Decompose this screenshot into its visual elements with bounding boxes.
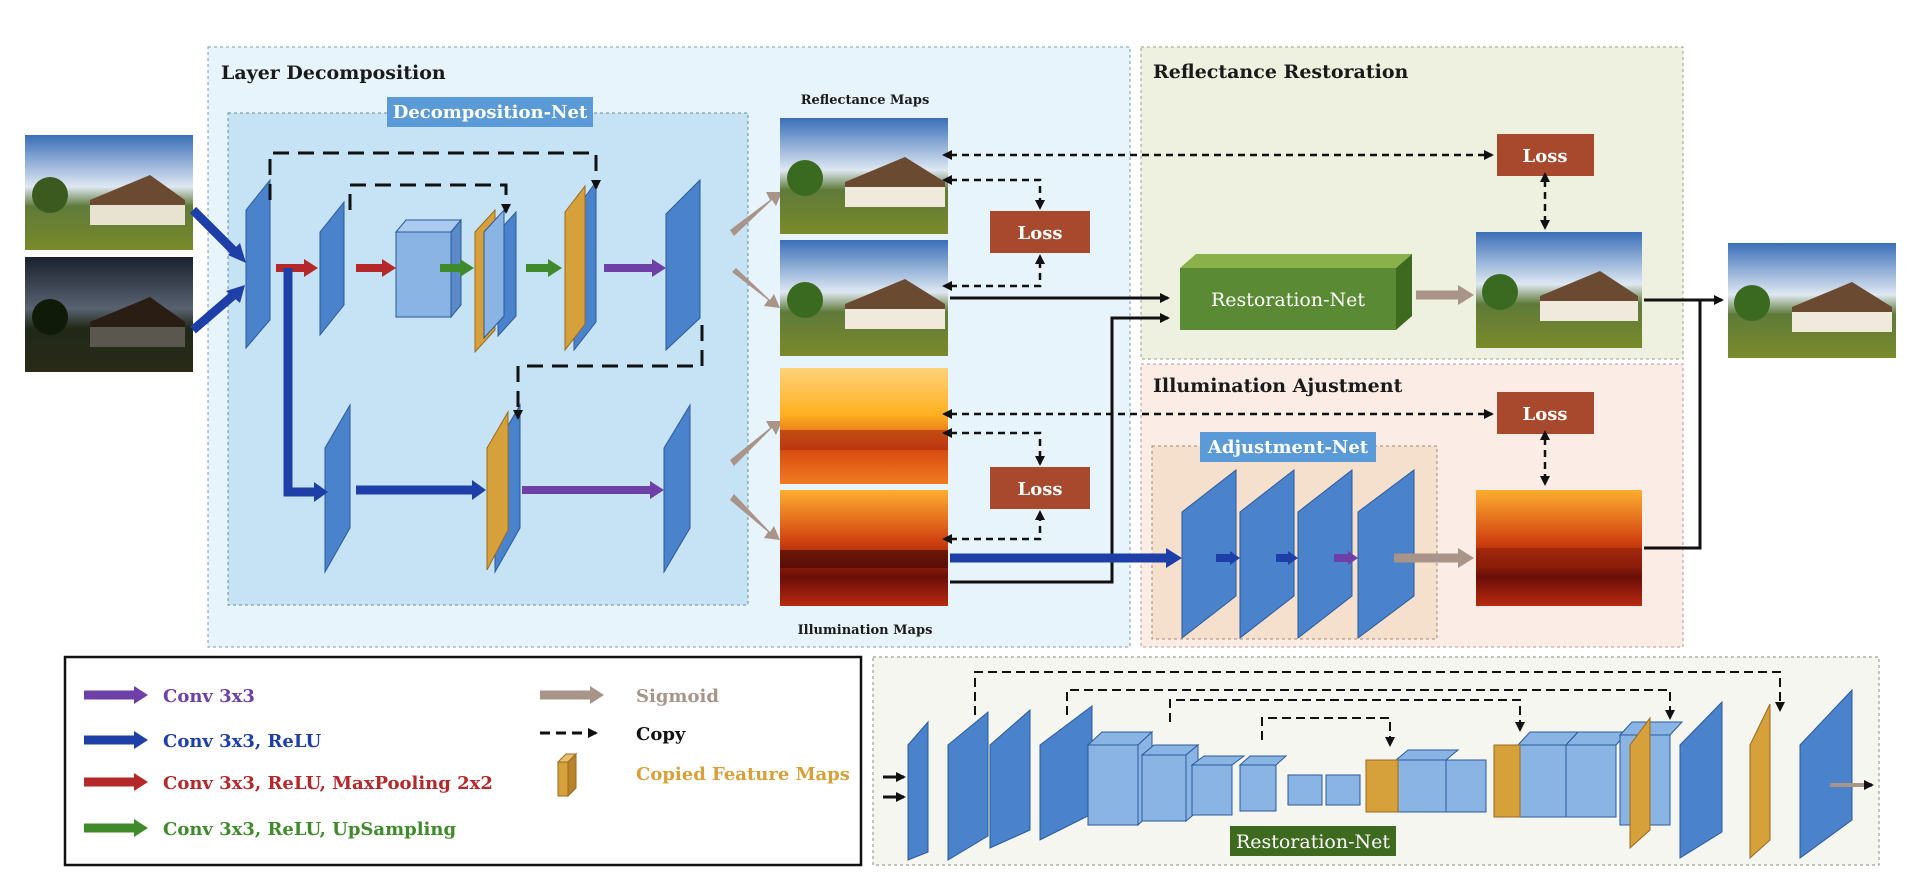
illumination-adjustment-title: Illumination Ajustment xyxy=(1153,375,1403,397)
reflectance-map-1 xyxy=(780,118,948,234)
decomp-layer-2 xyxy=(319,200,345,337)
adjust-relu-head-1 xyxy=(1230,551,1240,565)
pool-arrow-head-2 xyxy=(382,259,396,277)
decomp-concat-2 xyxy=(564,184,586,352)
legend-copied-maps: Copied Feature Maps xyxy=(556,752,850,798)
legend-copy: Copy xyxy=(540,724,686,745)
up-arrow-head-2 xyxy=(548,259,562,277)
adjust-layer-4 xyxy=(1357,469,1415,639)
decomposition-net-title: Decomposition-Net xyxy=(393,102,588,123)
loss-box-illumination: Loss xyxy=(990,467,1090,509)
restoration-net-bottom-label: Restoration-Net xyxy=(1236,831,1390,853)
skip-connection-2 xyxy=(348,183,511,214)
output-enhanced-image xyxy=(1728,243,1896,358)
input-image-normal xyxy=(25,135,193,250)
restoration-sigmoid-head xyxy=(1458,285,1474,305)
loss-link-i2 xyxy=(942,510,1045,544)
loss-box-reflectance: Loss xyxy=(990,211,1090,253)
svg-text:Conv 3x3, ReLU, MaxPooling 2x2: Conv 3x3, ReLU, MaxPooling 2x2 xyxy=(163,773,493,794)
lower-conv-arrow-head xyxy=(650,481,664,499)
svg-text:Sigmoid: Sigmoid xyxy=(636,686,719,707)
decomp-cube-small xyxy=(394,218,463,319)
decomp-layer-6 xyxy=(665,178,701,352)
input-arrow-1 xyxy=(189,206,242,259)
svg-text:Copied Feature Maps: Copied Feature Maps xyxy=(636,764,850,785)
loss-link-r2 xyxy=(942,254,1045,291)
input-arrow-head-1 xyxy=(228,243,246,263)
svg-text:Copy: Copy xyxy=(636,724,686,745)
legend-conv-relu: Conv 3x3, ReLU xyxy=(84,731,322,752)
svg-text:Loss: Loss xyxy=(1523,404,1568,425)
legend-box xyxy=(63,655,863,867)
svg-text:Conv 3x3, ReLU: Conv 3x3, ReLU xyxy=(163,731,322,752)
input-arrow-2 xyxy=(190,289,239,334)
adjusted-illumination-image xyxy=(1476,490,1642,606)
input-image-low-light xyxy=(25,257,193,372)
combine-line xyxy=(1644,298,1702,550)
illumination-map-2 xyxy=(780,490,948,606)
adjust-relu-head-2 xyxy=(1288,551,1298,565)
restored-reflectance-image xyxy=(1476,232,1642,348)
restoration-net-detail xyxy=(883,671,1874,861)
skip-connection-1 xyxy=(268,151,601,200)
svg-text:Conv 3x3: Conv 3x3 xyxy=(163,686,255,707)
svg-text:Loss: Loss xyxy=(1018,223,1063,244)
restoration-net-block: Restoration-Net xyxy=(1180,254,1412,330)
adjustment-net-title: Adjustment-Net xyxy=(1207,437,1369,458)
legend-conv-relu-up: Conv 3x3, ReLU, UpSampling xyxy=(84,819,456,840)
decomp-lower-layer-1 xyxy=(324,403,351,574)
restoration-net-bottom-label-bg xyxy=(1230,826,1396,856)
illum-to-adjustment-head xyxy=(1166,548,1182,568)
loss-box-restoration: Loss xyxy=(1497,134,1594,176)
lower-relu-arrow-head xyxy=(472,480,486,500)
lower-path-arrow xyxy=(283,268,315,497)
decomposition-net-label-bg xyxy=(387,97,593,127)
adjust-conv-head xyxy=(1348,551,1358,565)
svg-text:Loss: Loss xyxy=(1018,479,1063,500)
adjust-layer-2 xyxy=(1239,468,1295,640)
sigmoid-arrow-reflect-1 xyxy=(730,192,782,236)
lower-path-arrow-head xyxy=(314,482,328,502)
svg-text:Loss: Loss xyxy=(1523,146,1568,167)
legend-conv: Conv 3x3 xyxy=(84,686,255,707)
sigmoid-arrow-illum-2 xyxy=(730,494,780,540)
layer-decomposition-title: Layer Decomposition xyxy=(221,62,446,84)
reflectance-map-2 xyxy=(780,240,948,356)
loss-link-r1 xyxy=(942,175,1045,210)
illumination-map-1 xyxy=(780,368,948,484)
sigmoid-arrow-reflect-2 xyxy=(732,268,780,308)
reflectance-maps-label: Reflectance Maps xyxy=(801,93,930,108)
conv-arrow-head-1 xyxy=(652,259,666,277)
up-arrow-head-1 xyxy=(460,259,474,277)
adjust-sigmoid-head xyxy=(1458,548,1474,568)
sigmoid-arrow-illum-1 xyxy=(730,421,782,466)
loss-link-i1 xyxy=(942,428,1045,466)
adjust-layer-1 xyxy=(1181,468,1237,640)
legend-conv-relu-pool: Conv 3x3, ReLU, MaxPooling 2x2 xyxy=(84,773,493,794)
svg-text:Restoration-Net: Restoration-Net xyxy=(1211,289,1365,311)
decomp-layer-1 xyxy=(245,178,271,350)
input-arrow-head-2 xyxy=(226,285,245,303)
reflectance-restoration-title: Reflectance Restoration xyxy=(1153,61,1409,83)
adjustment-net-label-bg xyxy=(1200,432,1376,462)
loss-box-adjustment: Loss xyxy=(1497,392,1594,434)
adjust-layer-3 xyxy=(1297,468,1353,640)
illumination-maps-label: Illumination Maps xyxy=(798,623,933,638)
pool-arrow-head-1 xyxy=(304,259,318,277)
illum-to-restoration xyxy=(950,313,1170,584)
decomp-lower-concat xyxy=(486,410,509,571)
decomp-concat-1 xyxy=(474,208,505,354)
svg-text:Conv 3x3, ReLU, UpSampling: Conv 3x3, ReLU, UpSampling xyxy=(163,819,456,840)
legend-sigmoid: Sigmoid xyxy=(540,686,719,707)
skip-connection-3 xyxy=(513,325,704,420)
decomp-lower-layer-3 xyxy=(663,403,691,574)
